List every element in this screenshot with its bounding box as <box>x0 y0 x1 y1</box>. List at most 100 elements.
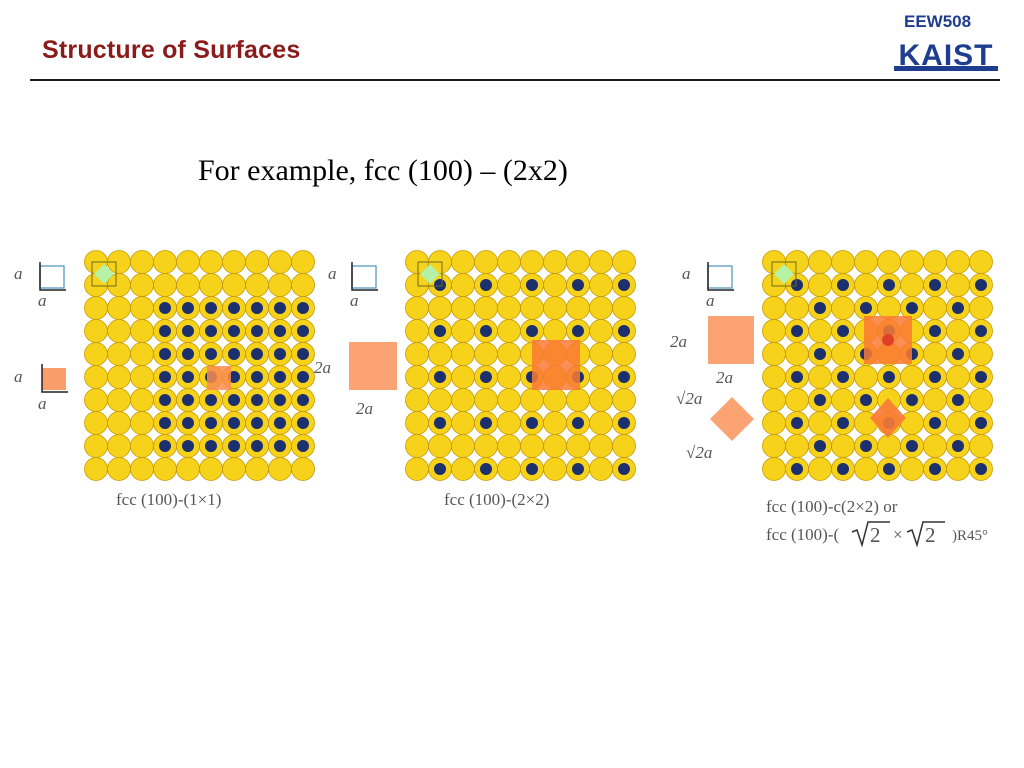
adsorbate-atom <box>297 417 309 429</box>
substrate-atom <box>831 388 855 412</box>
key2-cell-square <box>42 368 66 390</box>
adsorbate-atom <box>952 440 964 452</box>
substrate-atom <box>428 434 452 458</box>
substrate-atom <box>291 273 315 297</box>
key1-top-label: a <box>328 264 337 283</box>
adsorbate-atom <box>159 394 171 406</box>
substrate-atom <box>428 342 452 366</box>
sqrt-radicand-1: 2 <box>870 523 881 547</box>
substrate-atom <box>451 365 475 389</box>
adsorbate-atom <box>480 417 492 429</box>
adsorbate-atom <box>434 417 446 429</box>
substrate-atom <box>474 296 498 320</box>
adsorbate-atom <box>159 440 171 452</box>
substrate-atom <box>428 388 452 412</box>
adsorbate-atom <box>297 348 309 360</box>
adsorbate-atom <box>274 302 286 314</box>
substrate-atom <box>923 388 947 412</box>
substrate-atom <box>923 342 947 366</box>
adsorbate-atom <box>251 348 263 360</box>
substrate-atom <box>84 319 108 343</box>
adsorbate-atom <box>526 279 538 291</box>
substrate-atom <box>497 388 521 412</box>
header-divider <box>30 79 1000 81</box>
adsorbate-atom <box>791 279 803 291</box>
unit-cell-2x2 <box>532 340 580 390</box>
substrate-atom <box>877 250 901 274</box>
panel3-caption-line2-suffix: )R45° <box>952 528 988 544</box>
substrate-atom <box>107 342 131 366</box>
adsorbate-atom <box>572 463 584 475</box>
substrate-atom <box>969 250 993 274</box>
substrate-atom <box>451 434 475 458</box>
primitive-diamond-2 <box>420 264 440 284</box>
substrate-atom <box>451 342 475 366</box>
substrate-atom <box>84 296 108 320</box>
substrate-atom <box>543 388 567 412</box>
adsorbate-atom <box>814 348 826 360</box>
substrate-atom <box>497 457 521 481</box>
adsorbate-atom <box>228 394 240 406</box>
key1-axes <box>707 262 734 291</box>
substrate-atom <box>405 411 429 435</box>
substrate-atom <box>405 296 429 320</box>
substrate-atom <box>130 342 154 366</box>
substrate-atom <box>451 411 475 435</box>
adsorbate-atom <box>929 417 941 429</box>
substrate-atom <box>543 250 567 274</box>
substrate-atom <box>520 250 544 274</box>
substrate-atom <box>566 296 590 320</box>
adsorbate-atom <box>618 371 630 383</box>
substrate-atom <box>923 434 947 458</box>
adsorbate-atom <box>434 325 446 337</box>
adsorbate-atom <box>572 279 584 291</box>
substrate-atom <box>222 273 246 297</box>
substrate-atom <box>831 250 855 274</box>
adsorbate-atom <box>975 417 987 429</box>
adsorbate-atom <box>791 325 803 337</box>
adsorbate-atom <box>434 463 446 475</box>
substrate-atom <box>854 273 878 297</box>
substrate-atom <box>900 457 924 481</box>
substrate-atom <box>831 342 855 366</box>
substrate-atom <box>543 296 567 320</box>
substrate-atom <box>497 296 521 320</box>
substrate-atom <box>405 388 429 412</box>
substrate-atom <box>520 434 544 458</box>
adsorbate-atom <box>159 371 171 383</box>
substrate-atom <box>130 411 154 435</box>
substrate-atom <box>474 342 498 366</box>
substrate-atom <box>268 250 292 274</box>
substrate-atom <box>785 342 809 366</box>
substrate-atom <box>451 388 475 412</box>
sqrt-symbol-1 <box>851 521 890 548</box>
substrate-atom <box>497 273 521 297</box>
substrate-atom <box>130 365 154 389</box>
substrate-atom <box>222 457 246 481</box>
adsorbate-atom <box>182 371 194 383</box>
substrate-atom <box>969 388 993 412</box>
substrate-atom <box>785 296 809 320</box>
substrate-atom <box>762 296 786 320</box>
adsorbate-atom <box>952 302 964 314</box>
adsorbate-atom <box>297 325 309 337</box>
substrate-atom <box>854 457 878 481</box>
substrate-atom <box>854 250 878 274</box>
adsorbate-atom <box>929 371 941 383</box>
adsorbate-atom <box>480 325 492 337</box>
substrate-atom <box>176 273 200 297</box>
substrate-atom <box>566 434 590 458</box>
adsorbate-atom <box>860 440 872 452</box>
substrate-atom <box>497 411 521 435</box>
adsorbate-atom <box>434 371 446 383</box>
substrate-atom <box>543 273 567 297</box>
adsorbate-atom <box>572 417 584 429</box>
key2-bottom-label: a <box>38 394 47 413</box>
substrate-atom <box>946 273 970 297</box>
adsorbate-atom <box>228 348 240 360</box>
adsorbate-atom <box>814 394 826 406</box>
adsorbate-atom <box>274 440 286 452</box>
substrate-atom <box>589 411 613 435</box>
adsorbate-atom <box>182 417 194 429</box>
substrate-atom <box>291 250 315 274</box>
